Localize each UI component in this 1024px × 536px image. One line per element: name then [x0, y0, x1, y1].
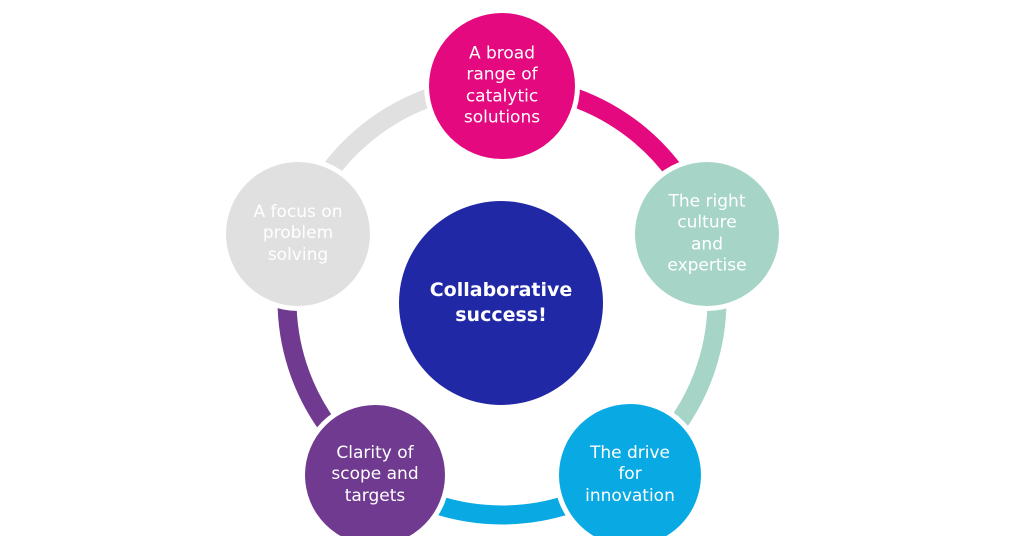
- node-circle-broad-range-catalytic-solutions: [429, 13, 575, 159]
- node-circle-right-culture-and-expertise: [635, 162, 779, 306]
- node-circle-drive-for-innovation: [559, 404, 701, 536]
- center-circle: [399, 201, 603, 405]
- node-circle-focus-on-problem-solving: [226, 162, 370, 306]
- node-circle-clarity-of-scope-and-targets: [305, 405, 445, 536]
